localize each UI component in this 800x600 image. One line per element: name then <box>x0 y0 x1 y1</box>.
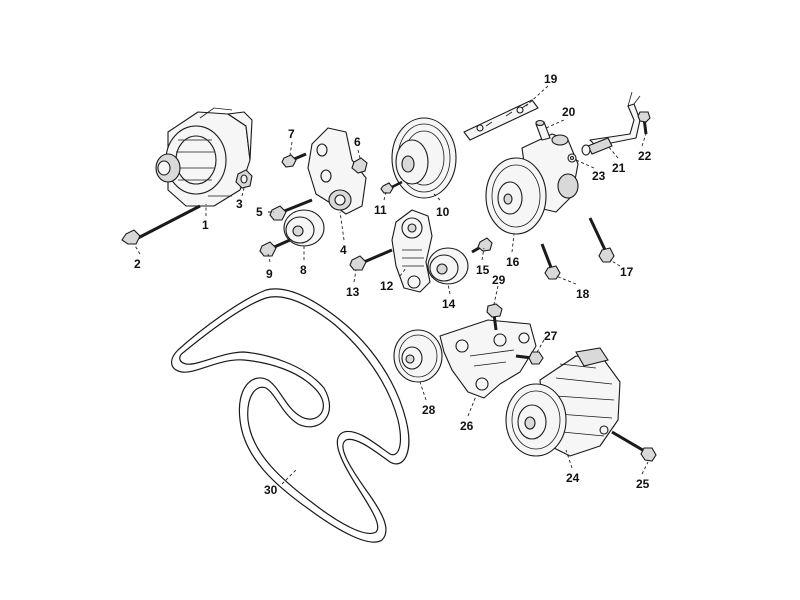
callout-25: 25 <box>636 477 650 491</box>
callout-29: 29 <box>492 273 506 287</box>
power-steering-pump <box>485 133 579 235</box>
callout-19: 19 <box>544 72 558 86</box>
bracket-bolt-long <box>269 198 313 221</box>
callout-13: 13 <box>346 285 360 299</box>
callout-1: 1 <box>202 218 209 232</box>
tensioner-bracket <box>307 127 367 215</box>
callout-24: 24 <box>566 471 580 485</box>
arm-bolt <box>349 248 393 271</box>
bracket-bolt-small <box>637 111 651 135</box>
callout-11: 11 <box>374 203 387 217</box>
idler-bolt-center <box>471 237 493 254</box>
idler-pulley-center <box>427 247 469 285</box>
callout-6: 6 <box>354 135 361 149</box>
sleeve-bolt <box>535 119 551 141</box>
sensor-bracket <box>589 91 641 147</box>
pulley-bolt-small <box>380 180 403 194</box>
callout-16: 16 <box>506 255 520 269</box>
callout-7: 7 <box>288 127 295 141</box>
compressor-bracket <box>439 319 537 399</box>
callout-5: 5 <box>256 205 263 219</box>
mounting-strip <box>463 99 539 141</box>
callout-4: 4 <box>340 243 347 257</box>
callout-21: 21 <box>612 161 626 175</box>
idler-bolt-left <box>259 238 291 257</box>
idler-pulley-left <box>283 209 325 247</box>
bracket-bolt-27 <box>515 351 544 365</box>
alternator-nut <box>235 169 253 189</box>
sensor-washer <box>567 153 577 163</box>
callout-2: 2 <box>134 257 141 271</box>
tensioner-arm <box>391 209 433 293</box>
callout-18: 18 <box>576 287 590 301</box>
ac-compressor <box>505 347 621 457</box>
callout-15: 15 <box>476 263 490 277</box>
compressor-bolt <box>611 430 657 462</box>
callout-9: 9 <box>266 267 273 281</box>
bracket-bolt-top <box>281 152 307 168</box>
callout-17: 17 <box>620 265 634 279</box>
callout-10: 10 <box>436 205 450 219</box>
callout-27: 27 <box>544 329 558 343</box>
alternator-bolt <box>121 204 201 245</box>
callout-8: 8 <box>300 263 307 277</box>
pressure-sensor <box>581 137 613 156</box>
pump-bolt-short <box>540 243 561 280</box>
pump-bolt-long <box>588 217 615 263</box>
callout-23: 23 <box>592 169 606 183</box>
idler-pulley-lower <box>393 329 443 383</box>
bracket-bolt-29 <box>486 303 503 331</box>
water-pump-pulley <box>391 117 457 199</box>
callout-12: 12 <box>380 279 394 293</box>
leader-lines <box>133 85 649 485</box>
alternator <box>155 107 253 207</box>
callout-14: 14 <box>442 297 456 311</box>
callout-28: 28 <box>422 403 436 417</box>
callout-labels: 1 2 3 4 5 6 7 8 9 10 11 12 13 14 15 16 1… <box>134 72 652 497</box>
callout-26: 26 <box>460 419 474 433</box>
callout-3: 3 <box>236 197 243 211</box>
callout-22: 22 <box>638 149 652 163</box>
callout-20: 20 <box>562 105 576 119</box>
callout-30: 30 <box>264 483 278 497</box>
bracket-nut <box>351 157 368 174</box>
drive-belt <box>171 288 410 543</box>
